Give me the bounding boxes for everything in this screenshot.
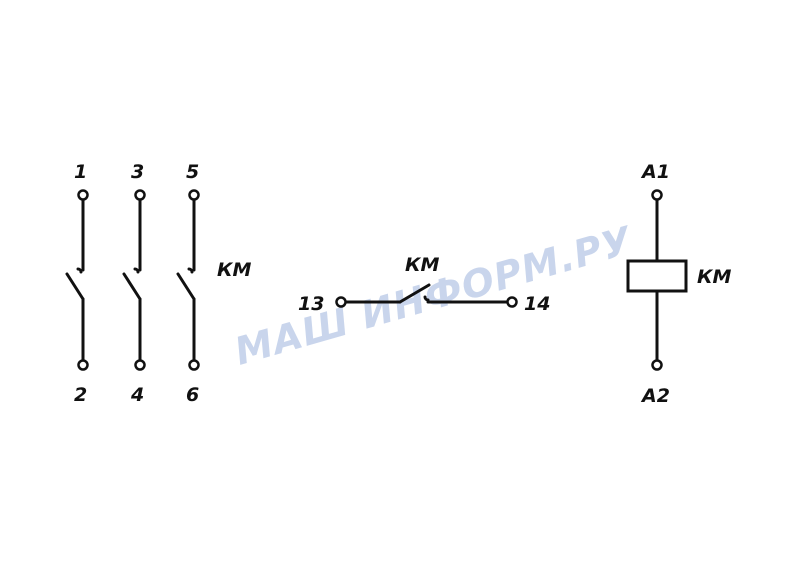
terminal-3 [134, 189, 146, 201]
watermark: МАШ ИНФОРМ.РУ [230, 218, 638, 374]
aux-terminal-label-13: 13 [298, 293, 324, 315]
terminal-label-1: 1 [74, 161, 87, 183]
coil-terminal-a1 [651, 189, 663, 201]
aux-contact-label: КМ [405, 254, 440, 276]
watermark-text: МАШ ИНФОРМ.РУ [230, 218, 638, 374]
coil-terminal-label-a1: A1 [640, 161, 670, 183]
terminal-6 [188, 359, 200, 371]
terminal-2 [77, 359, 89, 371]
main-contact-pole-2: 3 4 [122, 161, 146, 406]
pole-2-blade [122, 272, 142, 301]
pole-3-contact-hook [187, 267, 194, 274]
terminal-label-4: 4 [130, 384, 144, 406]
terminal-label-2: 2 [74, 384, 87, 406]
aux-blade [398, 283, 431, 304]
pole-3-blade [176, 272, 196, 301]
main-contact-pole-1: 1 2 [65, 161, 89, 406]
pole-1-contact-hook [76, 267, 83, 274]
aux-terminal-14 [506, 296, 518, 308]
main-contacts-label: КМ [217, 259, 252, 281]
aux-contact-hook [423, 295, 430, 302]
terminal-1 [77, 189, 89, 201]
coil-terminal-label-a2: A2 [640, 385, 670, 407]
pole-2-contact-hook [133, 267, 140, 274]
coil-label: КМ [697, 266, 732, 288]
terminal-5 [188, 189, 200, 201]
coil: A1 A2 КМ [626, 161, 732, 407]
aux-terminal-13 [335, 296, 347, 308]
terminal-4 [134, 359, 146, 371]
main-contact-pole-3: 5 6 [176, 161, 200, 406]
coil-body [626, 259, 688, 293]
aux-terminal-label-14: 14 [524, 293, 550, 315]
terminal-label-6: 6 [186, 384, 199, 406]
coil-terminal-a2 [651, 359, 663, 371]
terminal-label-3: 3 [131, 161, 144, 183]
auxiliary-contact: 13 14 КМ [298, 254, 550, 315]
pole-1-blade [65, 272, 85, 301]
terminal-label-5: 5 [186, 161, 199, 183]
